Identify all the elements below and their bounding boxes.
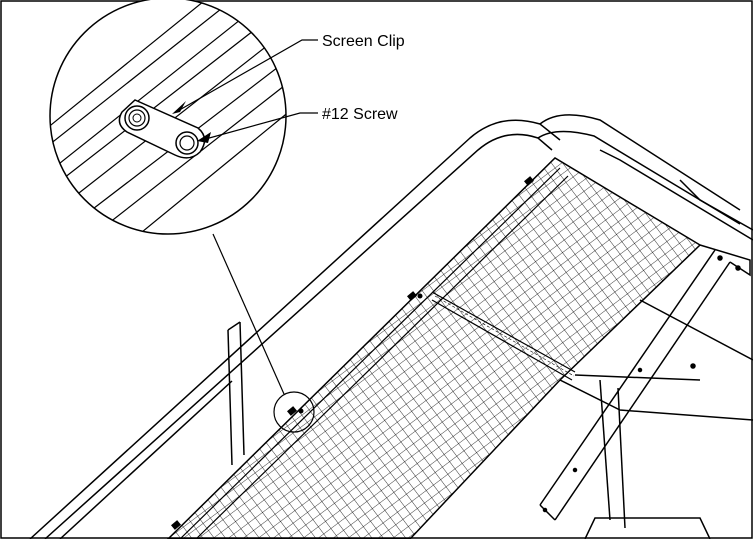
callout-arrowheads [172,101,211,143]
callout-screen-clip: Screen Clip [322,33,405,50]
screw-head-right [175,131,199,155]
detail-leader-line [212,233,285,395]
diagonal-brace [539,244,751,521]
side-rail [29,114,741,539]
detail-reference-circle [273,391,315,433]
magnified-detail-view [49,0,287,235]
mesh-screen [166,157,702,539]
callout-leaders [175,39,318,141]
lower-frame [559,374,753,539]
side-panel [227,321,245,466]
callout-screw: #12 Screw [322,106,398,123]
right-panel [599,149,753,369]
screen-clip-marks [171,176,534,530]
screw-head-left [124,105,150,131]
